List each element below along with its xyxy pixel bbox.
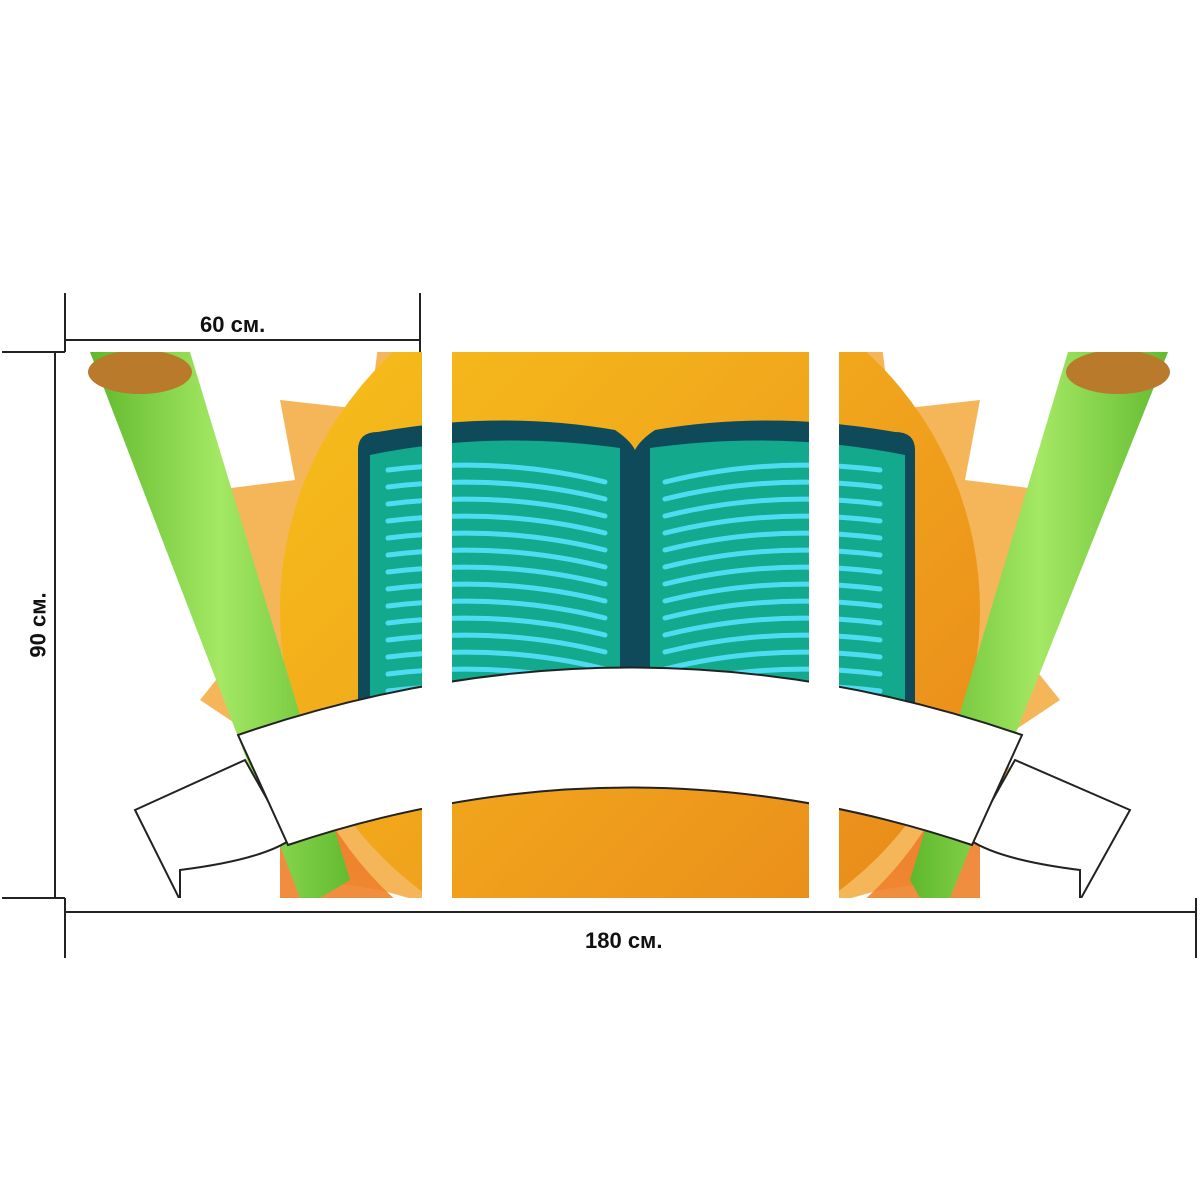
book-text-line: [385, 479, 608, 502]
book-text-line: [385, 547, 608, 570]
book-text-line: [385, 462, 608, 485]
dimension-lines: [2, 293, 1197, 958]
panel-width-label: 60 см.: [200, 312, 266, 337]
book-text-line: [662, 598, 883, 621]
artwork: [65, 352, 1196, 898]
book-text-line: [385, 598, 608, 621]
total-width-label: 180 см.: [585, 928, 663, 953]
book-text-line: [662, 479, 883, 502]
book-text-line: [385, 530, 608, 553]
book-text-line: [662, 496, 883, 519]
height-label: 90 см.: [25, 592, 51, 658]
book-text-line: [662, 632, 883, 655]
book-text-line: [662, 581, 883, 604]
book-text-line: [662, 564, 883, 587]
book-text-line: [662, 649, 883, 672]
book-text-line: [385, 564, 608, 587]
book-text-line: [385, 632, 608, 655]
book-text-line: [662, 615, 883, 638]
book-text-line: [662, 462, 883, 485]
book-text-line: [662, 530, 883, 553]
book-text-line: [385, 496, 608, 519]
book-text-line: [385, 615, 608, 638]
book-text-line: [662, 513, 883, 536]
book-text-line: [662, 547, 883, 570]
book-text-line: [385, 581, 608, 604]
book-text-line: [385, 649, 608, 672]
book-text-line: [385, 513, 608, 536]
